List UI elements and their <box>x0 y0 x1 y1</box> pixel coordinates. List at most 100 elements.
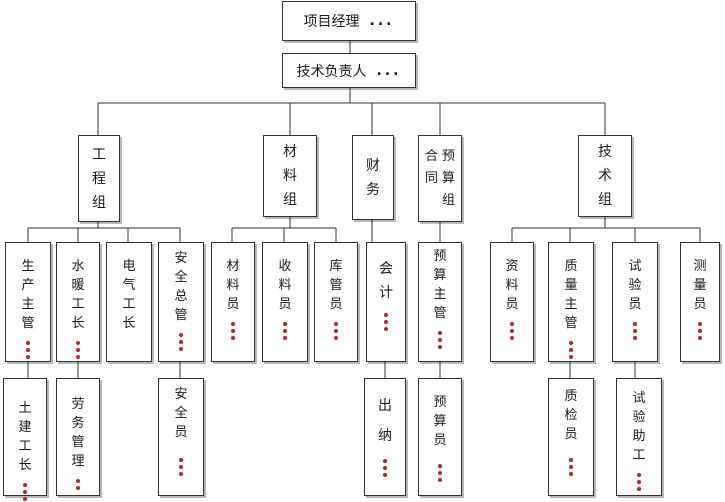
node-label: 预算主管 <box>433 249 447 321</box>
node-label: 安全员 <box>174 387 188 440</box>
dots <box>76 477 80 491</box>
dot-mark <box>179 332 183 337</box>
dot-mark <box>179 339 183 344</box>
dots <box>383 457 387 478</box>
dot-mark <box>438 470 442 475</box>
dot-mark <box>569 347 573 352</box>
node-technical-group: 技术组 <box>578 135 632 217</box>
node-label: 试验助工 <box>632 391 646 463</box>
node-safety-officer: 安全员 <box>158 378 204 496</box>
dot-mark <box>569 464 573 469</box>
dot-mark <box>76 347 80 352</box>
node-contract-budget-group: 合同 预算组 <box>418 135 462 222</box>
dot-mark <box>283 328 287 333</box>
dot-mark <box>26 340 30 345</box>
dot-mark <box>510 321 514 326</box>
dot-mark <box>633 335 637 340</box>
node-label: 电气工长 <box>122 259 136 331</box>
dot-mark <box>698 328 702 333</box>
node-label: 库管员 <box>329 259 343 312</box>
dot-mark <box>633 328 637 333</box>
dots <box>569 456 573 477</box>
dot-mark <box>283 321 287 326</box>
dot-mark <box>179 457 183 462</box>
dots <box>76 339 80 360</box>
node-civil-foreman: 土建工长 <box>3 378 47 501</box>
node-surveyor: 测量员 <box>680 242 720 362</box>
ellipsis: ... <box>376 62 402 79</box>
node-label: 试验员 <box>628 259 642 312</box>
dot-mark <box>438 344 442 349</box>
dot-mark <box>76 354 80 359</box>
dot-mark <box>231 335 235 340</box>
node-labor-management: 劳务管理 <box>56 378 100 496</box>
node-label: 工程组 <box>92 146 106 211</box>
node-budgeter: 预算员 <box>418 378 462 496</box>
dot-mark <box>26 354 30 359</box>
dots <box>179 456 183 477</box>
node-label: 财务 <box>366 157 380 198</box>
node-technical-lead: 技术负责人 ... <box>282 53 416 88</box>
dot-mark <box>510 335 514 340</box>
dot-mark <box>384 326 388 331</box>
node-label-col2: 预算组 <box>441 148 455 208</box>
node-safety-supervisor: 安全总管 <box>158 242 204 362</box>
dot-mark <box>23 489 27 494</box>
node-plumbing-foreman: 水暖工长 <box>56 242 100 362</box>
dots <box>384 311 388 332</box>
dot-mark <box>23 496 27 501</box>
dot-mark <box>334 328 338 333</box>
node-label: 质量主管 <box>564 259 578 331</box>
dots <box>633 320 637 341</box>
dot-mark <box>23 482 27 487</box>
node-test-assistant: 试验助工 <box>616 378 662 496</box>
dot-mark <box>231 328 235 333</box>
ellipsis: ... <box>369 13 395 29</box>
node-label: 生产主管 <box>21 259 35 331</box>
node-project-manager: 项目经理 ... <box>282 1 416 41</box>
node-archivist: 资料员 <box>490 242 534 362</box>
dot-mark <box>76 478 80 483</box>
dots <box>179 331 183 352</box>
dot-mark <box>569 471 573 476</box>
dot-mark <box>231 321 235 326</box>
dot-mark <box>76 340 80 345</box>
dot-mark <box>26 347 30 352</box>
dot-mark <box>569 340 573 345</box>
node-label-columns: 合同 预算组 <box>423 146 457 212</box>
dot-mark <box>334 335 338 340</box>
node-materials-group: 材料组 <box>263 135 317 217</box>
dot-mark <box>383 458 387 463</box>
dots <box>334 320 338 341</box>
node-storekeeper: 库管员 <box>314 242 358 362</box>
node-material-clerk: 材料员 <box>211 242 255 362</box>
node-label: 项目经理 <box>303 14 360 30</box>
dots <box>569 339 573 360</box>
dots <box>438 462 442 483</box>
node-label: 资料员 <box>505 259 519 312</box>
dot-mark <box>283 335 287 340</box>
node-label: 预算员 <box>433 395 447 448</box>
node-tester: 试验员 <box>612 242 658 362</box>
node-label: 水暖工长 <box>71 259 85 331</box>
dot-mark <box>438 337 442 342</box>
node-engineering-group: 工程组 <box>78 135 120 222</box>
dot-mark <box>438 463 442 468</box>
node-cashier: 出纳 <box>364 378 406 496</box>
dot-mark <box>179 471 183 476</box>
node-quality-supervisor: 质量主管 <box>548 242 594 362</box>
dot-mark <box>383 465 387 470</box>
node-label: 质检员 <box>564 389 578 442</box>
dot-mark <box>384 312 388 317</box>
dot-mark <box>76 485 80 490</box>
node-budget-supervisor: 预算主管 <box>418 242 462 362</box>
dots <box>637 471 641 492</box>
node-label: 劳务管理 <box>71 397 85 469</box>
dots <box>438 329 442 350</box>
node-label: 材料员 <box>226 259 240 312</box>
dot-mark <box>698 321 702 326</box>
node-label: 技术组 <box>598 144 612 208</box>
dot-mark <box>569 354 573 359</box>
node-label: 安全总管 <box>174 251 188 323</box>
